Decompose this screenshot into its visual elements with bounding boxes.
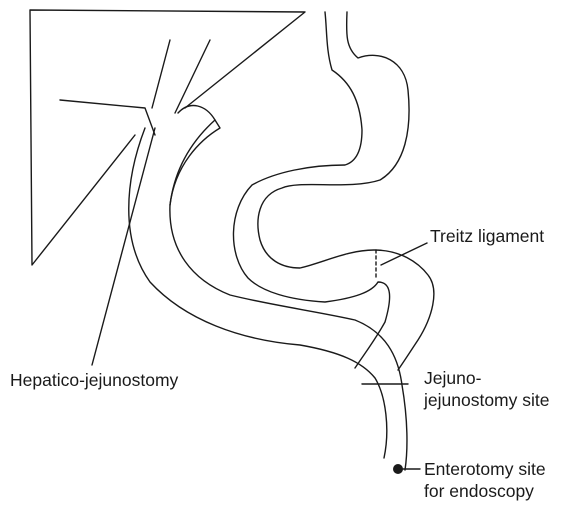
hepatico-leader-line [92, 128, 155, 365]
bile-duct-right [152, 40, 170, 108]
jejunojejunostomy-label-line2: jejunostomy site [424, 390, 549, 411]
enterotomy-dot [393, 464, 403, 474]
jejunal-limb-tip [170, 120, 220, 205]
jejunojejunostomy-label-line1: Jejuno- [424, 368, 481, 389]
hepatico-jejunostomy-label: Hepatico-jejunostomy [10, 370, 178, 391]
enterotomy-label-line1: Enterotomy site [424, 459, 546, 480]
enterotomy-label-line2: for endoscopy [424, 481, 534, 502]
stomach-outline [233, 12, 389, 368]
bile-duct-left [60, 100, 155, 135]
treitz-ligament-label: Treitz ligament [430, 226, 544, 247]
stomach-inner-outline [258, 12, 434, 370]
treitz-leader-line [381, 243, 427, 265]
jejunal-limb-inner [129, 128, 387, 458]
